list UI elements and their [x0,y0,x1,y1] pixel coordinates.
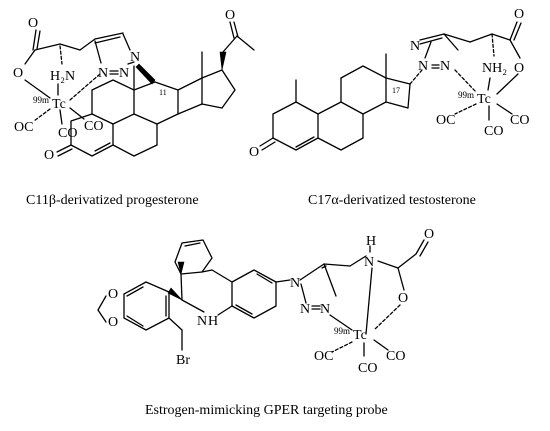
atom-o-ester-3: O [398,291,408,306]
atom-br: Br [176,353,190,368]
atom-o-carbonyl-2: O [514,7,524,22]
atom-n-triazole-9: N [320,302,330,317]
isotope-label-2: 99m [458,90,474,100]
ligand-oc-left: OC [14,120,33,135]
atom-o-carbonyl-3: O [424,227,434,242]
caption-c17-testosterone: C17α-derivatized testosterone [308,193,476,208]
atom-tc-2: Tc [477,92,491,107]
atom-o-ester-2: O [514,61,524,76]
structure-c17-testosterone: O 17 N N N O O NH₂ 99m Tc OC CO CO [249,7,529,160]
isotope-label: 99m [33,95,49,105]
ligand-co-bottom: CO [58,126,77,141]
atom-o-dioxole-1: O [108,287,118,302]
atom-o-ester: O [13,66,23,81]
ligand-co-right: CO [84,119,103,134]
ligand-co-right-3: CO [386,349,405,364]
atom-o-ketone-2: O [249,145,259,160]
atom-o-acetyl: O [225,8,235,23]
atom-n-triazole-8: N [300,302,310,317]
atom-h-quinoline: H [208,314,218,329]
ligand-co-bottom-3: CO [358,361,377,376]
atom-n-triazole-4: N [418,59,428,74]
atom-n-triazole-7: N [290,276,300,291]
atom-n-amine: N [364,255,374,270]
structure-gper-probe: N H O O Br N N N H N [97,227,434,376]
atom-h-amine: H [366,234,376,249]
atom-o-ketone-1: O [44,148,54,163]
caption-gper-probe: Estrogen-mimicking GPER targeting probe [145,403,388,418]
ligand-oc-left-2: OC [436,113,455,128]
ligand-oc-left-3: OC [314,349,333,364]
atom-o-carbonyl: O [28,16,38,31]
atom-n-triazole-5: N [410,39,420,54]
structure-c11-progesterone: O O H₂N 99m Tc OC CO CO N N N [13,8,255,163]
atom-n-triazole-6: N [440,59,450,74]
atom-tc: Tc [52,97,66,112]
caption-c11-progesterone: C11β-derivatized progesterone [26,193,199,208]
isotope-label-3: 99m [334,326,350,336]
atom-n-triazole-2: N [119,66,129,81]
atom-nh-quinoline: N [197,314,207,329]
atom-n-triazole-1: N [98,66,108,81]
atom-h2n: H₂N [50,69,75,84]
ligand-co-right-2: CO [510,113,529,128]
atom-tc-3: Tc [353,328,367,343]
position-17-label: 17 [392,86,400,95]
atom-o-dioxole-2: O [108,315,118,330]
atom-nh2: NH₂ [482,61,507,76]
ligand-co-bottom-2: CO [484,124,503,139]
atom-n-triazole-3: N [130,50,140,65]
position-11-label: 11 [159,88,167,97]
